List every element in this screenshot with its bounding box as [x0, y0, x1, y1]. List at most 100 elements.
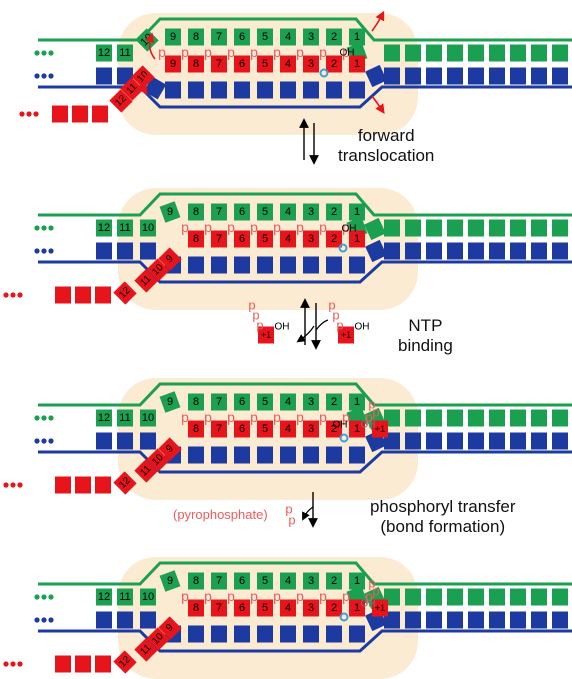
template-number: 2	[331, 31, 337, 43]
template-left-number: 11	[119, 591, 130, 603]
template-base	[349, 572, 365, 590]
rna-exit-base	[158, 437, 182, 461]
nontemplate-right-base	[552, 611, 568, 629]
rna-base	[326, 230, 342, 248]
template-base	[303, 393, 319, 411]
template-base	[349, 393, 365, 411]
nontemplate-right-base	[510, 611, 526, 629]
template-right-base	[468, 588, 484, 606]
forward-translocation-label: forward translocation	[338, 126, 434, 166]
rna-base	[326, 55, 342, 73]
ntp-phosphate: p	[368, 576, 375, 591]
pyrophosphate-p: p	[288, 513, 295, 528]
rna-number: +1	[375, 603, 385, 613]
template-continuation-dots	[48, 594, 54, 600]
rna-exit-base	[158, 247, 182, 271]
template-right-base	[489, 588, 505, 606]
rna-base	[372, 599, 388, 617]
nontemplate-right-base	[489, 67, 505, 85]
rna-base	[188, 230, 204, 248]
template-left-number: 11	[119, 47, 130, 59]
rna-tail-base	[72, 105, 88, 123]
template-right-base	[468, 44, 484, 62]
template-continuation-dots	[41, 594, 47, 600]
template-right-base	[510, 588, 526, 606]
rna-base	[349, 420, 365, 438]
active-site-marker	[338, 243, 348, 253]
template-continuation-dots	[34, 415, 40, 421]
nontemplate-left-base	[117, 242, 133, 260]
template-number: 9	[167, 575, 173, 587]
template-number: 3	[308, 31, 314, 43]
template-number: 3	[308, 575, 314, 587]
rna-base	[188, 599, 204, 617]
template-number: 5	[262, 396, 268, 408]
ntp-phosphate: p	[256, 318, 263, 333]
nontemplate-bubble-base	[326, 81, 342, 99]
template-right-base	[468, 409, 484, 427]
template-continuation-dots	[34, 225, 40, 231]
nontemplate-right-base	[531, 432, 547, 450]
nontemplate-bubble-base	[326, 446, 342, 464]
template-right-base	[426, 219, 442, 237]
nontemplate-right-base	[384, 67, 400, 85]
rna-number: 6	[239, 58, 245, 70]
rna-number: 4	[285, 233, 291, 245]
nontemplate-left-base	[96, 432, 112, 450]
rna-base	[280, 420, 296, 438]
nontemplate-continuation-dots	[48, 438, 54, 444]
rna-phosphate: p	[319, 219, 327, 235]
rna-base	[257, 599, 273, 617]
template-number: 1	[354, 396, 360, 408]
rna-number: 6	[239, 602, 245, 614]
nontemplate-continuation-dots	[34, 248, 40, 254]
nontemplate-right-base	[447, 242, 463, 260]
nontemplate-right-base	[405, 67, 421, 85]
nontemplate-bubble-base	[349, 256, 365, 274]
rna-continuation-dots	[3, 292, 9, 298]
ntp-base	[258, 326, 274, 344]
nontemplate-strand-backbone	[38, 260, 572, 284]
template-base	[326, 572, 342, 590]
template-base	[257, 393, 273, 411]
template-number: 7	[216, 396, 222, 408]
template-base	[211, 572, 227, 590]
template-strand-backbone	[38, 17, 572, 42]
active-site-marker	[339, 612, 349, 622]
rna-phosphate: p	[319, 44, 327, 60]
rna-exit-base	[113, 281, 137, 305]
rna-phosphate: p	[296, 409, 304, 425]
nontemplate-right-base	[531, 611, 547, 629]
rna-base	[326, 420, 342, 438]
rna-base	[349, 55, 365, 73]
rna-number: 8	[193, 423, 199, 435]
three-prime-oh: OH	[333, 420, 348, 431]
template-base	[211, 28, 227, 46]
pyrophosphate-release-arrow	[302, 506, 314, 521]
template-number: 5	[262, 31, 268, 43]
nontemplate-strand-backbone	[38, 450, 572, 474]
rotation-arrow	[371, 10, 385, 32]
template-continuation-dots	[41, 50, 47, 56]
ntp-binding-label: NTP binding	[398, 316, 453, 356]
rna-continuation-dots	[17, 482, 23, 488]
template-right-base	[510, 219, 526, 237]
template-base	[280, 572, 296, 590]
rna-exit-base	[146, 627, 170, 651]
rna-number: 8	[193, 602, 199, 614]
nontemplate-right-base	[552, 432, 568, 450]
rna-tail-base	[55, 655, 71, 673]
rna-exit-base	[146, 258, 170, 282]
rna-phosphate: p	[181, 44, 189, 60]
template-number: 2	[331, 206, 337, 218]
rna-number: 5	[262, 423, 268, 435]
rna-phosphate: p	[181, 409, 189, 425]
pyrophosphate-label: (pyrophosphate)	[173, 507, 268, 522]
rna-base	[326, 599, 342, 617]
rna-continuation-dots	[33, 111, 39, 117]
template-base	[326, 28, 342, 46]
rna-tail-base	[52, 105, 68, 123]
nontemplate-right-base	[468, 432, 484, 450]
template-number: 1	[354, 206, 360, 218]
